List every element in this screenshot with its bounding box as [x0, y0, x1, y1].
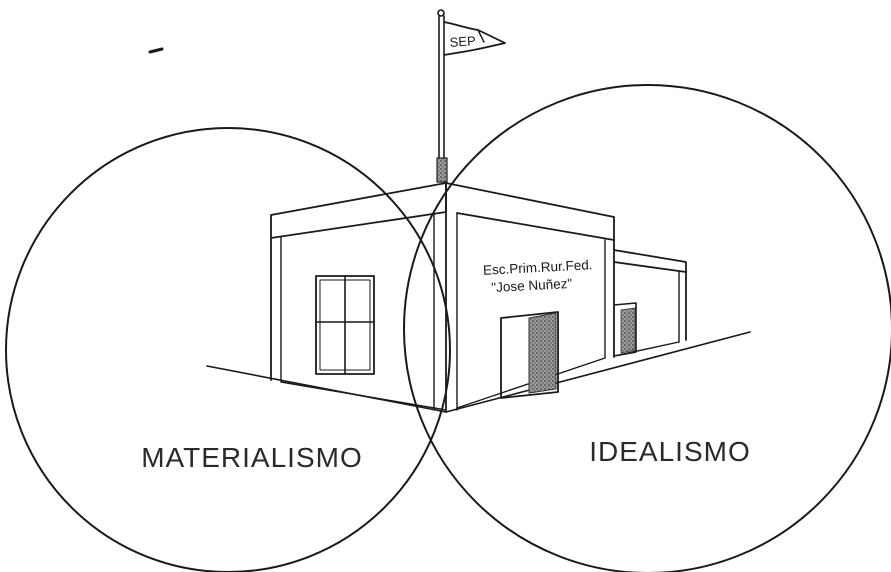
circle-idealismo [403, 84, 891, 572]
front-wall-roof [445, 182, 615, 241]
ground-line-right [445, 331, 751, 413]
flag-text: SEP [449, 33, 476, 50]
annex-wing [613, 249, 687, 357]
stray-mark [148, 47, 164, 54]
left-wing-roof [270, 182, 447, 239]
ground-line-left [206, 365, 447, 413]
circle-materialismo [5, 127, 451, 572]
flag: SEP [443, 21, 506, 56]
school-sign-line2: "Jose Nuñez" [491, 276, 573, 295]
main-door [500, 311, 559, 399]
school-building: Esc.Prim.Rur.Fed. "Jose Nuñez" [206, 182, 751, 413]
window [315, 275, 375, 375]
label-materialismo: MATERIALISMO [141, 442, 363, 473]
label-idealismo: IDEALISMO [589, 436, 750, 467]
school-sign-line1: Esc.Prim.Rur.Fed. [483, 257, 593, 278]
flagpole [436, 9, 448, 183]
